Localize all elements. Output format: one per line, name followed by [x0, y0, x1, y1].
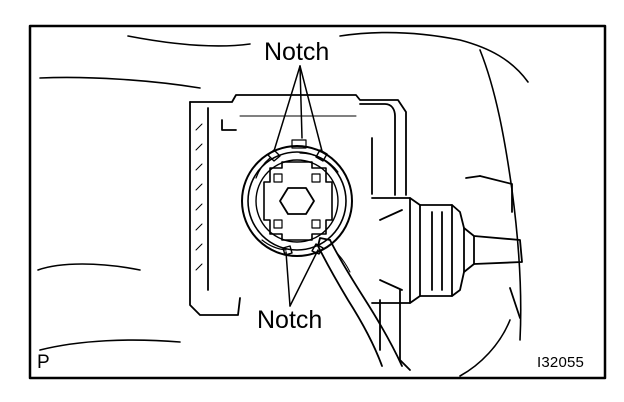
- notch-mark-bottom-right: [311, 243, 324, 255]
- ring-notches: [267, 149, 328, 256]
- notch-mark-bottom-left: [282, 245, 293, 256]
- figure-id: I32055: [537, 354, 585, 371]
- screwdriver-tool: [317, 237, 403, 367]
- notch-label-bottom: Notch: [257, 306, 323, 334]
- notch-bottom-leaders: [285, 249, 319, 307]
- figure-frame: [28, 24, 607, 380]
- bezel-shading: [195, 123, 203, 271]
- shaft-connector: [371, 175, 523, 319]
- notch-mark-top-left: [267, 149, 281, 162]
- notch-label-top: Notch: [264, 38, 330, 66]
- notch-top-leaders: [273, 65, 323, 152]
- switch-hub: [263, 139, 333, 241]
- switch-disk: [241, 145, 353, 257]
- notch-mark-top-right: [315, 149, 328, 162]
- bezel-bracket: [189, 94, 411, 371]
- corner-mark: P: [37, 352, 50, 373]
